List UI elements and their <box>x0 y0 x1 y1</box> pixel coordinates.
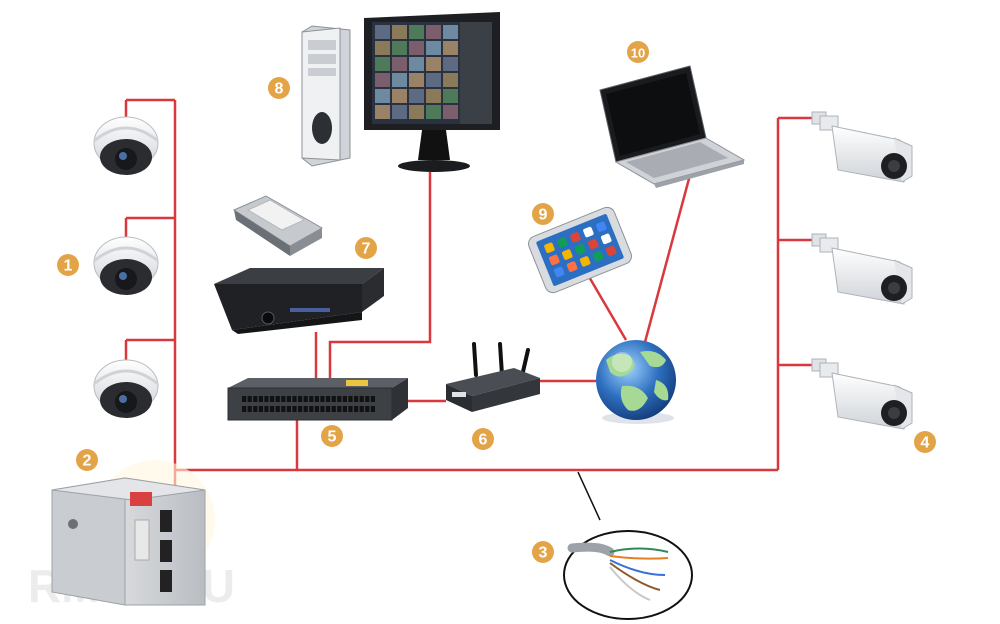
badge-label: 10 <box>631 46 645 61</box>
power-supply-box <box>51 460 215 606</box>
bullet-camera-1 <box>811 111 913 183</box>
number-badges: 1 2 3 4 5 6 7 8 9 10 <box>57 41 936 563</box>
badge-8: 8 <box>268 77 290 99</box>
badge-label: 7 <box>362 241 371 258</box>
network-switch <box>227 378 408 421</box>
desktop-computer <box>301 12 500 172</box>
dome-camera-3 <box>93 359 159 418</box>
wire-cam3 <box>124 338 175 360</box>
wire-phone-globe <box>586 274 628 341</box>
monitor-video-grid <box>375 25 458 119</box>
badge-2: 2 <box>76 449 98 471</box>
phone-app-grid <box>544 221 617 278</box>
switch-ports <box>242 396 375 412</box>
dvr-recorder <box>214 268 384 334</box>
dome-camera-1 <box>93 116 159 175</box>
wire-cam2 <box>124 216 175 238</box>
badge-10: 10 <box>627 41 649 63</box>
badge-3: 3 <box>532 541 554 563</box>
twisted-pair-cable <box>563 530 693 620</box>
badge-7: 7 <box>355 237 377 259</box>
badge-5: 5 <box>321 425 343 447</box>
wire-cam1 <box>124 98 175 118</box>
badge-label: 2 <box>83 453 92 470</box>
cable-pointer-line <box>577 471 601 521</box>
badge-6: 6 <box>472 428 494 450</box>
badge-label: 5 <box>328 429 337 446</box>
badge-label: 8 <box>275 81 284 98</box>
badge-1: 1 <box>57 254 79 276</box>
badge-9: 9 <box>532 203 554 225</box>
badge-label: 9 <box>539 207 548 224</box>
router <box>446 342 540 412</box>
badge-label: 1 <box>64 258 73 275</box>
bullet-camera-2 <box>811 233 913 305</box>
internet-globe <box>596 340 676 424</box>
laptop <box>599 65 746 188</box>
wire-laptop-globe <box>643 174 692 343</box>
bullet-camera-3 <box>811 358 913 430</box>
cable-lines <box>124 98 812 498</box>
hard-drive <box>232 195 324 256</box>
badge-label: 4 <box>921 435 930 452</box>
smartphone <box>528 206 632 294</box>
badge-label: 3 <box>539 545 548 562</box>
dome-camera-2 <box>93 236 159 295</box>
badge-label: 6 <box>479 432 488 449</box>
wire-pc-switch <box>328 172 432 378</box>
badge-4: 4 <box>914 431 936 453</box>
